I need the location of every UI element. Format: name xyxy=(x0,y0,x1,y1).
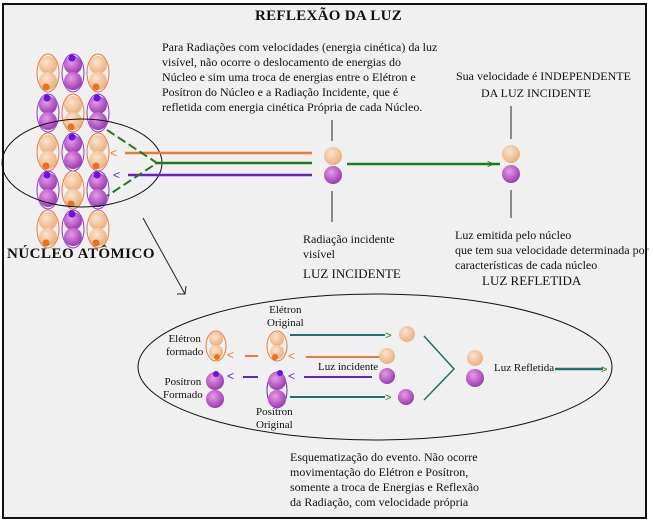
reflected-description: Luz emitida pelo núcleo que tem sua velo… xyxy=(455,228,649,273)
label-line: Original xyxy=(267,317,304,329)
arrowhead-teal-top: > xyxy=(385,330,391,342)
electron-particle xyxy=(324,147,342,165)
electron-particle-result xyxy=(467,350,483,366)
positron-formed-shape xyxy=(206,371,224,408)
caption-line: Esquematização do evento. Não ocorre xyxy=(290,450,478,464)
electron-cell xyxy=(61,170,85,210)
electron-original-shape xyxy=(266,330,288,362)
arrowhead-green: > xyxy=(487,157,494,171)
positron-original-label: Posítron Original xyxy=(256,406,293,432)
electron-particle-detail-top xyxy=(399,326,415,342)
incident-label: LUZ INCIDENTE xyxy=(303,266,401,281)
positron-formed-label: Posítron Formado xyxy=(163,376,203,402)
positron-particle-detail-bottom xyxy=(398,389,414,405)
electron-cell xyxy=(36,209,60,249)
incident-light-label: Luz incidente xyxy=(318,361,379,373)
caption-line: movimentação do Elétron e Posítron, xyxy=(290,465,469,479)
electron-cell xyxy=(86,209,110,249)
reflected-green-fan xyxy=(106,129,159,197)
intro-line: Para Radiações com velocidades (energia … xyxy=(162,40,438,54)
arrowhead-teal-bottom: > xyxy=(385,392,391,404)
label-line: Elétron xyxy=(168,333,201,345)
arrowhead-orange-detail: < xyxy=(227,348,234,362)
reflected-light-label: Luz Refletida xyxy=(494,362,555,374)
intro-paragraph: Para Radiações com velocidades (energia … xyxy=(162,40,437,115)
caption-line: somente a troca de Energias e Reflexão xyxy=(290,480,480,494)
caption-line: da Radiação, com velocidade própria xyxy=(290,495,469,509)
velocity-note-line: Sua velocidade é INDEPENDENTE xyxy=(456,69,631,83)
positron-cell xyxy=(36,170,60,210)
reflected-description-line: características de cada núcleo xyxy=(455,258,598,272)
positron-original-shape xyxy=(266,370,288,409)
label-line: formado xyxy=(166,346,204,358)
zoom-pointer-arrow xyxy=(142,217,186,295)
positron-cell xyxy=(61,53,85,93)
electron-cell xyxy=(36,132,60,172)
velocity-note-line: DA LUZ INCIDENTE xyxy=(481,86,591,100)
electron-formed-shape xyxy=(205,330,227,362)
electron-particle-right xyxy=(502,145,520,163)
electron-cell xyxy=(36,53,60,93)
positron-particle-result xyxy=(466,369,484,387)
positron-cell xyxy=(86,170,110,210)
electron-formed-label: Elétron formado xyxy=(166,333,203,359)
label-line: Posítron xyxy=(256,406,293,418)
electron-original-label: Elétron Original xyxy=(267,304,304,330)
reflected-description-line: que tem sua velocidade determinada por xyxy=(455,243,649,257)
diagram-frame xyxy=(2,3,647,519)
electron-particle-detail-mid xyxy=(379,348,395,364)
positron-cell xyxy=(36,93,60,133)
intro-line: refletida com energia cinética Própria d… xyxy=(162,100,423,114)
reflected-description-line: Luz emitida pelo núcleo xyxy=(455,228,572,242)
electron-cell xyxy=(61,93,85,133)
positron-cell xyxy=(86,93,110,133)
arrowhead-teal-out: > xyxy=(601,364,607,376)
reflected-label: LUZ REFLETIDA xyxy=(482,273,582,288)
positron-particle-detail-mid xyxy=(379,368,395,384)
intro-line: Núcleo e sim uma troca de energias entre… xyxy=(162,70,416,84)
diagram-title: REFLEXÃO DA LUZ xyxy=(255,8,403,24)
arrowhead-orange-original: < xyxy=(288,349,295,363)
arrowhead-purple: < xyxy=(113,168,120,182)
positron-particle xyxy=(324,166,342,184)
arrowhead-purple-original: < xyxy=(288,369,295,383)
caption: Esquematização do evento. Não ocorre mov… xyxy=(290,450,479,510)
label-line: Posítron xyxy=(164,376,202,388)
label-line: Original xyxy=(256,419,293,431)
incident-description-line: visível xyxy=(303,247,335,261)
nucleus-label: NÚCLEO ATÔMICO xyxy=(7,246,155,262)
arrowhead-orange: < xyxy=(110,146,117,160)
detail-ellipse xyxy=(137,293,613,441)
incident-description: Radiação incidente visível xyxy=(303,232,395,262)
arrowhead-purple-detail: < xyxy=(227,369,234,383)
label-line: Formado xyxy=(163,389,203,401)
velocity-note: Sua velocidade é INDEPENDENTE DA LUZ INC… xyxy=(456,69,631,101)
positron-particle-right xyxy=(502,165,520,183)
zoom-pointer-arrowhead xyxy=(177,285,187,295)
intro-line: visível, não ocorre o deslocamento de en… xyxy=(162,55,402,69)
label-line: Elétron xyxy=(269,304,302,316)
atomic-nucleus-grid xyxy=(36,53,110,249)
reflected-teal-fan xyxy=(423,335,456,401)
intro-line: Posítron do Núcleo e a Radiação Incident… xyxy=(162,85,399,99)
positron-cell xyxy=(61,132,85,172)
positron-cell xyxy=(61,209,85,249)
incident-description-line: Radiação incidente xyxy=(303,232,395,246)
electron-cell xyxy=(86,132,110,172)
electron-cell xyxy=(86,53,110,93)
